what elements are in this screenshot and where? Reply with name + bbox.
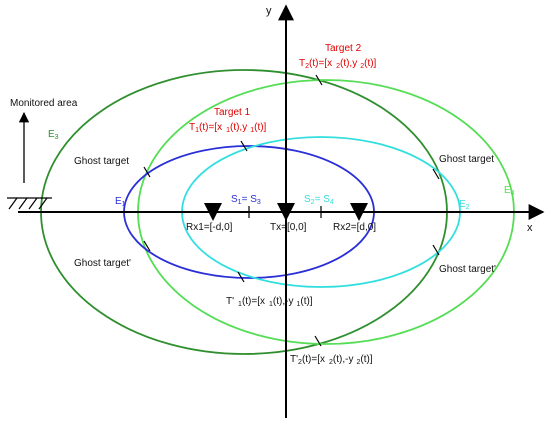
ellipse-label-e2: E2 [459,199,470,211]
y-axis-label: y [266,5,272,17]
ellipse-label-e1: E1 [115,196,126,208]
ellipse-label-e3: E3 [48,129,59,141]
ground-hatch [7,197,52,210]
rx2-label: Rx2=[d,0] [333,222,376,233]
ellipse-label-e4: E4 [504,185,515,197]
intersection-marks [143,74,440,347]
focus-label-right: S2= S4 [304,194,334,206]
ghost-upper-left: Ghost target [74,156,129,167]
rx1-antenna-icon [204,203,222,221]
tx-antenna-icon [277,203,295,221]
target2-title: Target 2 [325,43,362,54]
x-axis-label: x [527,222,533,234]
monitored-area-label: Monitored area [10,98,78,109]
ghost-upper-right: Ghost target [439,154,494,165]
target1-title: Target 1 [214,107,251,118]
rx2-antenna-icon [350,203,368,221]
rx1-label: Rx1=[-d,0] [186,222,233,233]
ghost-lower-left: Ghost target' [74,258,131,269]
tx-label: Tx=[0,0] [270,222,307,233]
focus-label-left: S1= S3 [231,194,261,206]
ghost-lower-right: Ghost target' [439,264,496,275]
